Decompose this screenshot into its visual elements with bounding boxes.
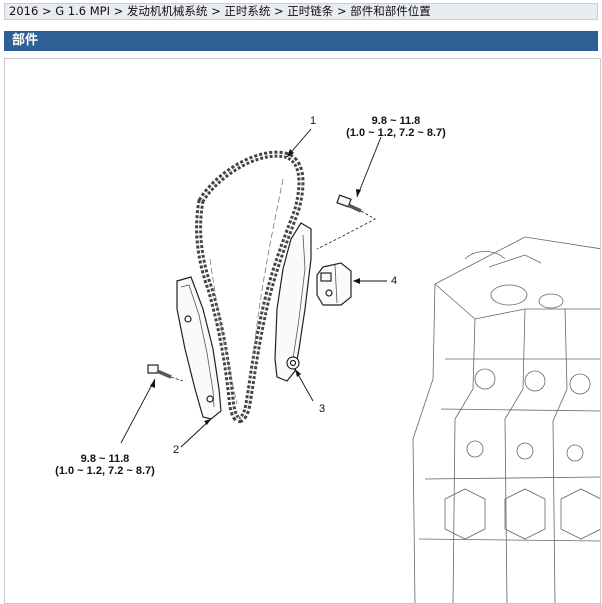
callout-1-chain: 1 — [310, 115, 317, 127]
tensioner-arm — [274, 222, 312, 382]
torque-upper-line2: (1.0 ~ 1.2, 7.2 ~ 8.7) — [346, 127, 446, 139]
callout-3-tensioner-arm: 3 — [319, 403, 326, 415]
upper-bolt — [316, 194, 376, 250]
torque-upper-line1: 9.8 ~ 11.8 — [371, 115, 421, 127]
callout-2-guide: 2 — [173, 444, 180, 456]
section-header: 部件 — [4, 31, 598, 51]
leader-arrowheads — [150, 149, 361, 425]
engine-block-sketch — [412, 236, 600, 603]
components-diagram: 9.8 ~ 11.8 (1.0 ~ 1.2, 7.2 ~ 8.7) 9.8 ~ … — [4, 58, 601, 604]
torque-spec-lower: 9.8 ~ 11.8 (1.0 ~ 1.2, 7.2 ~ 8.7) — [39, 453, 171, 477]
timing-chain — [195, 150, 305, 424]
timing-chain-illustration — [120, 128, 600, 603]
breadcrumb-text: 2016 > G 1.6 MPI > 发动机机械系统 > 正时系统 > 正时链条… — [9, 4, 431, 18]
chain-tensioner — [316, 262, 352, 306]
breadcrumb: 2016 > G 1.6 MPI > 发动机机械系统 > 正时系统 > 正时链条… — [4, 3, 598, 20]
lower-bolt — [147, 364, 184, 382]
torque-spec-upper: 9.8 ~ 11.8 (1.0 ~ 1.2, 7.2 ~ 8.7) — [341, 115, 451, 139]
torque-lower-line1: 9.8 ~ 11.8 — [80, 453, 130, 465]
section-title: 部件 — [12, 33, 39, 48]
chain-guide — [176, 276, 222, 420]
callout-4-tensioner: 4 — [391, 275, 398, 287]
torque-lower-line2: (1.0 ~ 1.2, 7.2 ~ 8.7) — [55, 465, 155, 477]
